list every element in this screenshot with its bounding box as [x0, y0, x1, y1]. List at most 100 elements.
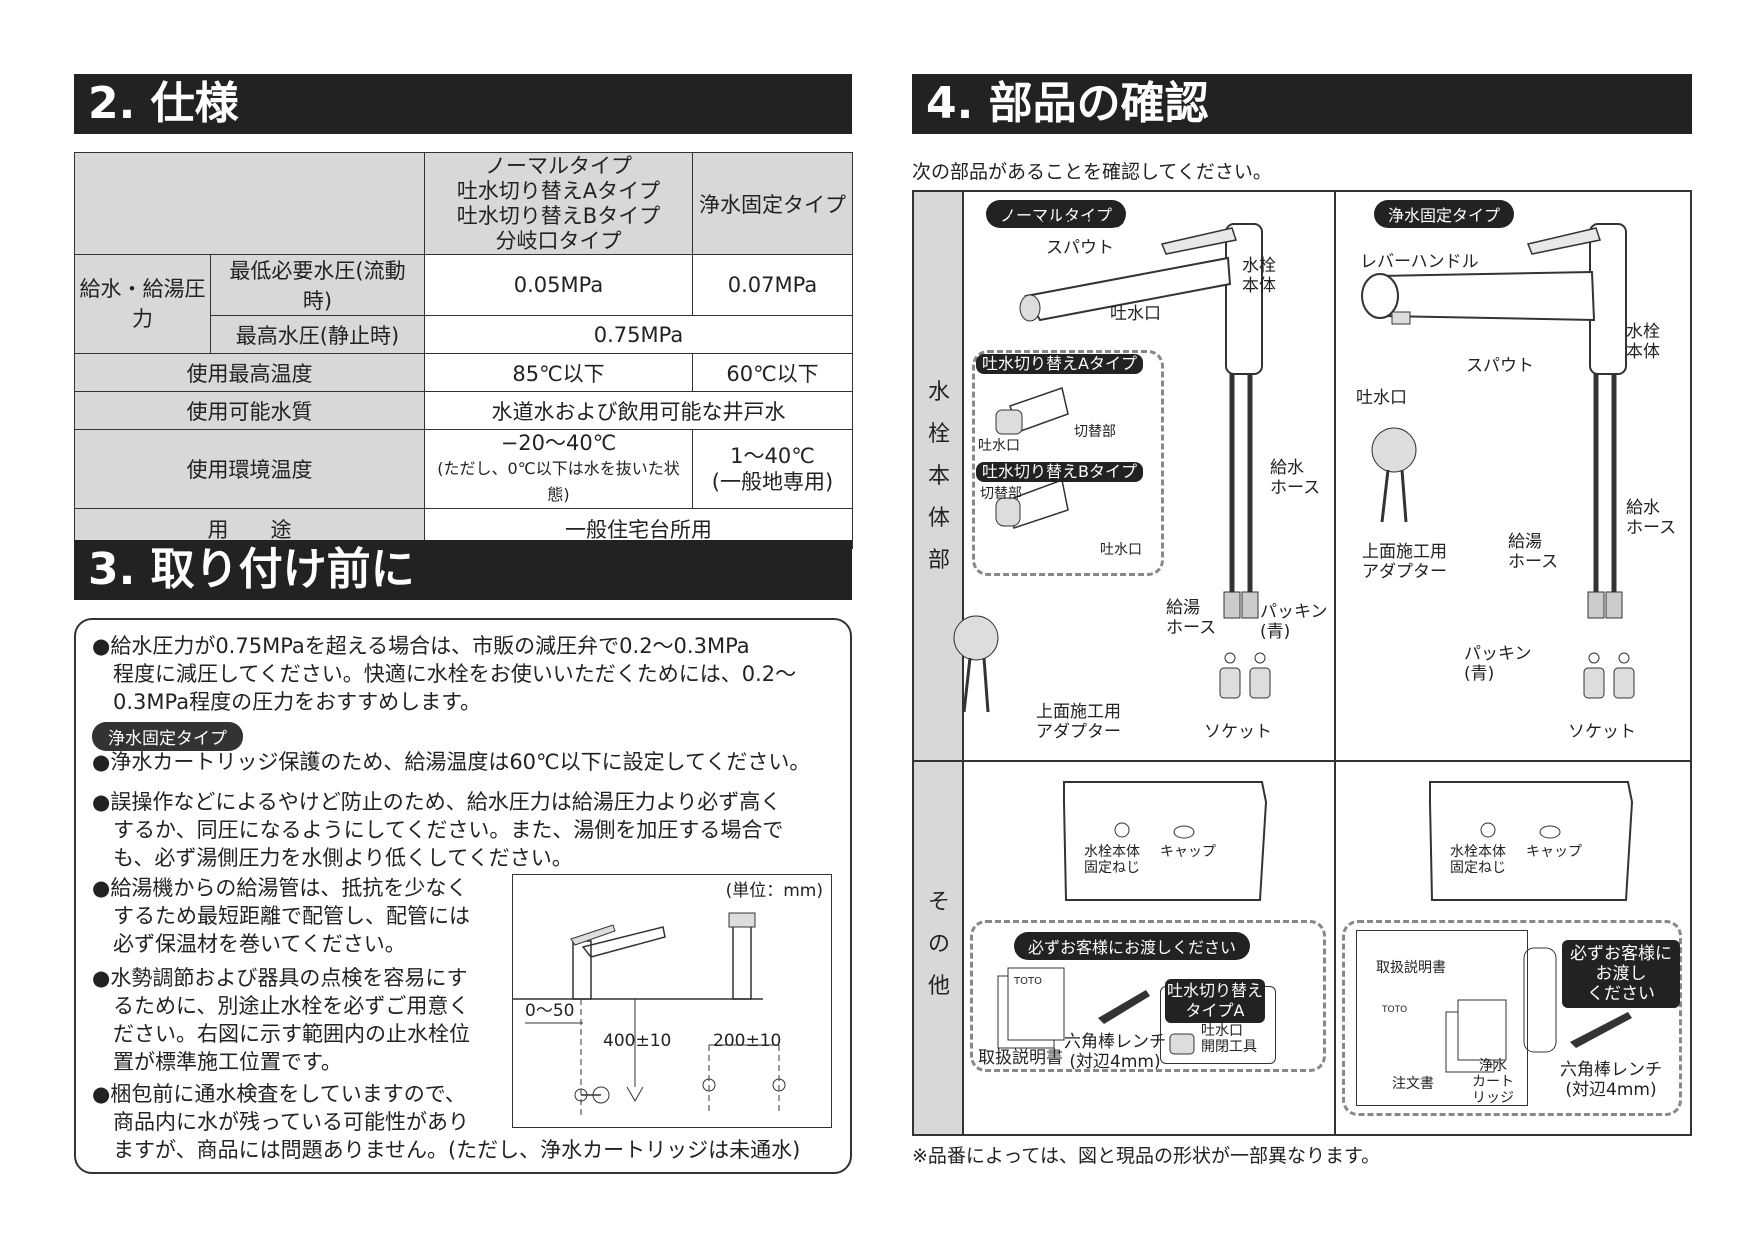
cartridge-line: 浄水 [1479, 1058, 1507, 1074]
r5-a-note: (ただし、0℃以下は水を抜いた状態) [437, 459, 680, 504]
screw-line: 水栓本体 [1450, 844, 1506, 860]
handover-line: ください [1587, 984, 1655, 1004]
precaution-1: ●給水圧力が0.75MPaを超える場合は、市販の減圧弁で0.2〜0.3MPa 程… [92, 632, 796, 716]
section-2-title: 2. 仕様 [88, 78, 239, 129]
left-manual-label: 取扱説明書 [978, 1048, 1063, 1068]
hose-line: 給水 [1270, 458, 1304, 478]
spec-r1-a: 0.05MPa [424, 254, 693, 316]
adapter-line: アダプター [1362, 562, 1447, 582]
packing-line: パッキン [1464, 644, 1532, 664]
body-line: 水栓 [1242, 256, 1276, 276]
col-header-a-line: 吐水切り替えAタイプ [456, 178, 661, 203]
hose-line: ホース [1270, 478, 1321, 498]
row1-char: 本 [927, 464, 950, 489]
cartridge-line: リッジ [1472, 1090, 1514, 1106]
col-header-a-line: 吐水切り替えBタイプ [456, 203, 661, 228]
p3-line: も、必ず湯側圧力を水側より低くしてください。 [92, 846, 573, 870]
row1-char: 水 [927, 380, 950, 405]
type-a-outlet-label: 吐水口 [978, 438, 1020, 454]
row2-label: そ の 他 [927, 882, 951, 1008]
outlet-tool-label: 吐水口 開閉工具 [1201, 1023, 1257, 1055]
wrench-line: (対辺4mm) [1069, 1052, 1161, 1072]
p5-line: 置が標準施工位置です。 [92, 1050, 342, 1074]
spec-table: ノーマルタイプ 吐水切り替えAタイプ 吐水切り替えBタイプ 分岐口タイプ 浄水固… [74, 152, 853, 549]
col-header-a-line: ノーマルタイプ [485, 153, 632, 178]
tool-line: 吐水口 [1201, 1023, 1243, 1039]
purifier-type-tag: 浄水固定タイプ [1374, 200, 1515, 228]
cartridge-label: 浄水 カート リッジ [1472, 1058, 1514, 1106]
p5-line: ●水勢調節および器具の点検を容易にす [92, 966, 468, 990]
p6-line: ますが、商品には問題ありません。(ただし、浄水カートリッジは未通水) [92, 1138, 801, 1162]
p5-line: ださい。右図に示す範囲内の止水栓位 [92, 1022, 470, 1046]
row2-char: 他 [927, 974, 950, 999]
p3-line: するか、同圧になるようにしてください。また、湯側を加圧する場合で [92, 818, 784, 842]
section-4-header: 4. 部品の確認 [912, 74, 1692, 134]
left-handover-tag: 必ずお客様にお渡しください [1014, 932, 1251, 960]
right-brand-mark: TOTO [1382, 1005, 1408, 1015]
precaution-5: ●水勢調節および器具の点検を容易にす るために、別途止水栓を必ずご用意く ださい… [92, 964, 470, 1076]
spec-r4-value: 水道水および飲用可能な井戸水 [424, 391, 853, 430]
parts-intro: 次の部品があることを確認してください。 [912, 161, 1272, 183]
row2-char: そ [927, 890, 950, 915]
row1-char: 部 [927, 548, 950, 573]
right-order-label: 注文書 [1392, 1076, 1434, 1092]
section-3-header: 3. 取り付け前に [74, 540, 852, 600]
right-manual-label: 取扱説明書 [1376, 960, 1446, 976]
row-group-label: 給水・給湯圧力 [79, 277, 206, 331]
adapter-line: 上面施工用 [1362, 542, 1447, 562]
normal-spout-label: スパウト [1046, 238, 1114, 258]
spec-r1-label: 最低必要水圧(流動時) [210, 254, 425, 316]
spec-r2-label: 最高水圧(静止時) [210, 315, 425, 354]
wrench-line: (対辺4mm) [1565, 1080, 1657, 1100]
adapter-line: アダプター [1036, 722, 1121, 742]
type-a-box-line: 吐水切り替え [1166, 981, 1263, 1000]
row1-label: 水 栓 本 体 部 [927, 372, 951, 582]
left-wrench-label: 六角棒レンチ (対辺4mm) [1064, 1032, 1166, 1072]
parts-divider-horizontal [914, 760, 1690, 762]
normal-lever-label: レバーハンドル [1006, 212, 1125, 232]
purifier-water-hose-label: 給水 ホース [1626, 498, 1676, 538]
parts-label-column [914, 192, 964, 1134]
left-brand-mark: TOTO [1014, 976, 1042, 987]
p4-line: 必ず保温材を巻いてください。 [92, 932, 406, 956]
other-parts-drawing [997, 781, 1634, 1073]
purifier-faucet-drawing [1361, 223, 1635, 699]
normal-hot-hose-label: 給湯 ホース [1166, 598, 1216, 638]
row1-char: 栓 [927, 422, 950, 447]
packing-line: (青) [1464, 664, 1495, 684]
body-line: 本体 [1242, 276, 1276, 296]
spec-col-header-b: 浄水固定タイプ [692, 152, 853, 255]
adapter-line: 上面施工用 [1036, 702, 1121, 722]
precaution-2: ●浄水カートリッジ保護のため、給湯温度は60℃以下に設定してください。 [92, 750, 811, 774]
spec-r1-b: 0.07MPa [692, 254, 853, 316]
tool-line: 開閉工具 [1201, 1039, 1257, 1055]
right-wrench-label: 六角棒レンチ (対辺4mm) [1560, 1060, 1662, 1100]
row1-char: 体 [927, 506, 950, 531]
r5-b-note: (一般地専用) [711, 470, 834, 494]
type-b-outlet-label: 吐水口 [1100, 542, 1142, 558]
spec-r3-label: 使用最高温度 [74, 353, 425, 392]
precautions-box: ●給水圧力が0.75MPaを超える場合は、市販の減圧弁で0.2〜0.3MPa 程… [74, 618, 852, 1174]
type-a-tag: 吐水切り替えAタイプ [976, 354, 1143, 374]
precaution-6: ●梱包前に通水検査をしていますので、 商品内に水が残っている可能性があり ますが… [92, 1080, 800, 1164]
body-line: 本体 [1626, 342, 1660, 362]
type-a-tool-box: 吐水切り替え タイプA 吐水口 開閉工具 [1160, 979, 1276, 1064]
hose-line: 給湯 [1508, 532, 1542, 552]
purifier-type-pill: 浄水固定タイプ [92, 722, 243, 751]
hose-line: ホース [1626, 518, 1677, 538]
handover-line: お渡し [1595, 964, 1647, 984]
purifier-packing-label: パッキン (青) [1464, 644, 1532, 684]
wrench-line: 六角棒レンチ [1560, 1060, 1662, 1080]
type-b-switch-label: 切替部 [980, 486, 1022, 502]
dimension-0-50: 0〜50 [525, 1001, 575, 1021]
type-a-tool-tag: 吐水切り替え タイプA [1165, 979, 1265, 1023]
normal-socket-label: ソケット [1204, 722, 1272, 742]
p1-line: 0.3MPa程度の圧力をおすすめします。 [92, 690, 482, 714]
section-4-title: 4. 部品の確認 [926, 78, 1209, 129]
type-a-box-line: タイプA [1185, 1001, 1245, 1020]
parts-table: 水 栓 本 体 部 そ の 他 ノーマルタイプ レバーハンドル スパウト [912, 190, 1692, 1136]
hose-line: 給湯 [1166, 598, 1200, 618]
r5-a-main: −20〜40℃ [500, 431, 617, 455]
spec-r5-a: −20〜40℃ (ただし、0℃以下は水を抜いた状態) [424, 429, 693, 509]
type-a-switch-label: 切替部 [1074, 424, 1116, 440]
